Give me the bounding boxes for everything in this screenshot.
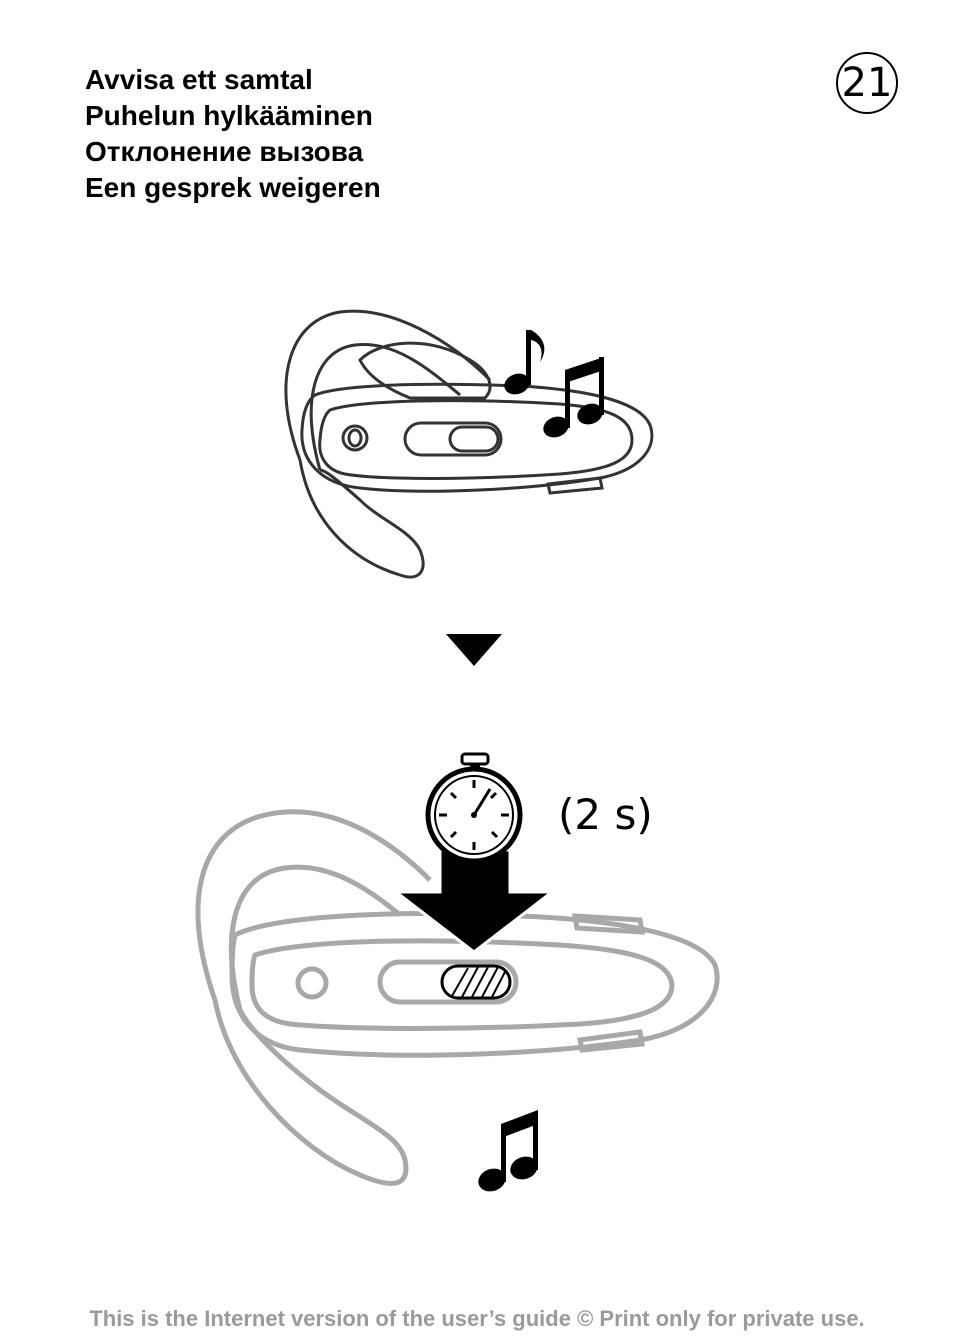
title-dutch: Een gesprek weigeren [85,172,381,203]
title-block: Avvisa ett samtal Puhelun hylkääminen От… [85,62,381,206]
page-number-badge: 21 [836,52,898,114]
music-note-icon [478,1110,538,1192]
title-finnish: Puhelun hylkääminen [85,100,373,131]
title-russian: Отклонение вызова [85,136,364,167]
music-notes-icon [504,330,604,438]
duration-label: (2 s) [558,790,653,839]
stopwatch-icon [425,752,523,864]
title-swedish: Avvisa ett samtal [85,64,313,95]
footer-note: This is the Internet version of the user… [89,1306,865,1331]
press-arrow-icon [391,848,557,954]
arrow-down-icon [446,634,502,666]
pressed-button [440,964,512,1000]
headset-black-outline [284,309,654,579]
